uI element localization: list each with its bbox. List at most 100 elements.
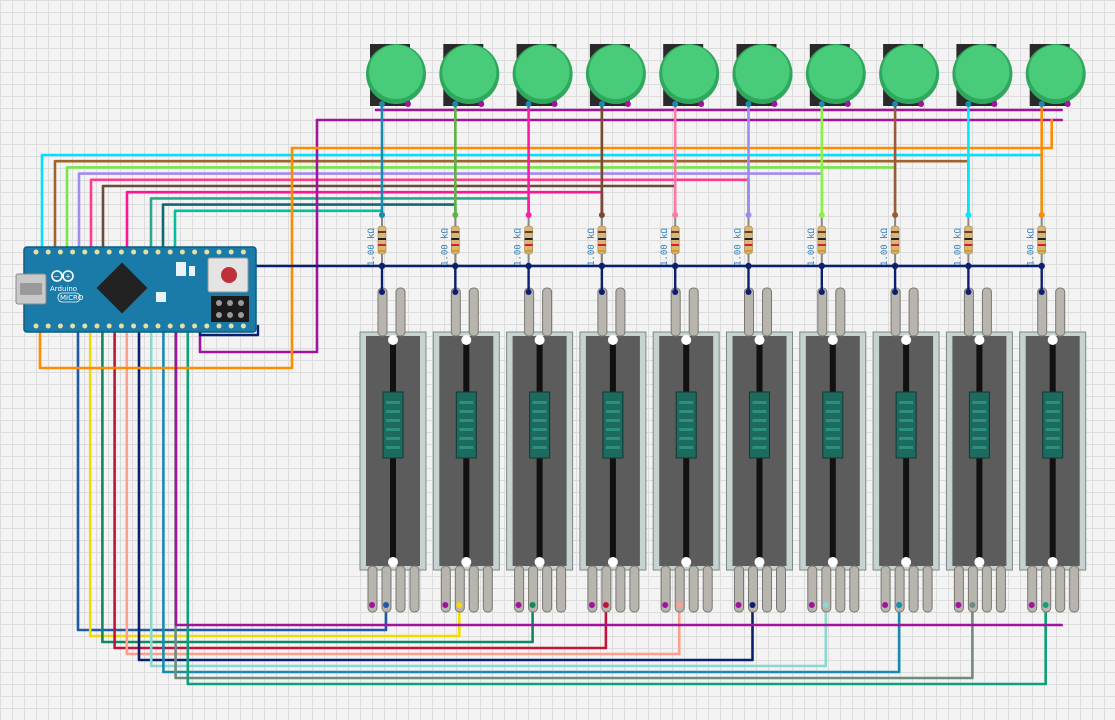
slider-pin <box>377 287 388 337</box>
push-button-10[interactable] <box>1025 44 1086 107</box>
slider-pin <box>440 565 451 613</box>
pin-top <box>94 249 100 255</box>
slider-knob-grip <box>825 410 840 413</box>
slide-potentiometer-1[interactable] <box>359 287 427 613</box>
push-button-5[interactable] <box>659 44 720 107</box>
slider-knob-grip <box>605 446 620 449</box>
slider-knob[interactable] <box>602 391 624 459</box>
push-button-1[interactable] <box>366 44 426 107</box>
slider-pin <box>454 565 465 613</box>
slider-mount-icon <box>388 335 398 345</box>
slider-pin-dot <box>383 602 389 608</box>
pin-top <box>216 249 222 255</box>
slider-knob[interactable] <box>382 391 404 459</box>
slide-potentiometer-6[interactable] <box>726 287 793 613</box>
push-button-3[interactable] <box>512 44 573 107</box>
slider-knob-grip <box>459 419 474 422</box>
slider-knob[interactable] <box>1042 391 1064 459</box>
slide-potentiometer-10[interactable] <box>1019 287 1087 613</box>
push-button-4[interactable] <box>585 44 646 107</box>
slider-pin <box>922 565 933 613</box>
pin-top <box>204 249 210 255</box>
button-pin <box>672 101 679 107</box>
resistor-band <box>891 238 900 240</box>
slider-pin <box>615 287 626 337</box>
resistor-band <box>378 238 386 240</box>
slider-knob-grip <box>825 446 840 449</box>
slider-knob-grip <box>1045 401 1060 404</box>
slider-knob-grip <box>752 437 767 440</box>
button-pin <box>379 101 385 107</box>
slider-knob[interactable] <box>455 391 477 459</box>
slider-mount-icon <box>754 335 765 345</box>
slider-knob[interactable] <box>749 391 770 459</box>
bus-junction-dot <box>818 262 825 270</box>
slider-pin <box>524 287 535 337</box>
slider-knob-grip <box>825 401 840 404</box>
button-cap-icon <box>955 45 1010 99</box>
slider-knob[interactable] <box>529 391 551 459</box>
pin-bottom <box>82 323 88 329</box>
slider-pin <box>597 287 608 337</box>
junction-dot <box>1038 212 1045 218</box>
push-button-6[interactable] <box>732 44 793 107</box>
board-signal-wire <box>173 209 384 254</box>
button-pin <box>551 101 558 107</box>
pin-bottom <box>131 323 137 329</box>
slide-potentiometer-8[interactable] <box>872 287 940 613</box>
slider-pin-dot <box>1042 602 1049 608</box>
slide-potentiometer-3[interactable] <box>506 287 574 613</box>
svg-text:−: − <box>54 273 60 281</box>
resistor-label: 1.00 kΩ <box>807 227 817 266</box>
slider-knob[interactable] <box>822 391 844 459</box>
slider-mount-icon <box>754 557 765 567</box>
resistor-band <box>964 244 973 246</box>
slider-pin <box>967 565 978 613</box>
resistor-band <box>524 231 533 233</box>
slider-knob-grip <box>972 401 987 404</box>
pin-top <box>179 249 185 255</box>
junction-dot <box>818 212 825 218</box>
junction-dot <box>379 212 385 218</box>
pin-top <box>192 249 198 255</box>
pin-bottom <box>33 323 39 329</box>
slide-potentiometer-4[interactable] <box>579 287 647 613</box>
button-cap-icon <box>515 45 570 99</box>
slider-knob-grip <box>825 428 840 431</box>
slider-knob-grip <box>605 410 620 413</box>
slider-pin <box>702 565 713 613</box>
arduino-micro-board[interactable]: − + Arduino MICRO <box>15 246 257 333</box>
slide-potentiometer-5[interactable] <box>652 287 720 613</box>
slider-wiper-wire <box>125 324 681 656</box>
slider-knob[interactable] <box>968 391 990 459</box>
slider-knob-grip <box>752 446 767 449</box>
slider-knob[interactable] <box>675 391 697 459</box>
slide-potentiometer-2[interactable] <box>432 287 500 613</box>
resistor-band <box>451 250 460 252</box>
push-button-8[interactable] <box>879 44 940 107</box>
slider-knob-grip <box>459 437 474 440</box>
pin-bottom <box>118 323 124 329</box>
resistor-label: 1.00 kΩ <box>440 227 450 266</box>
bus-junction-dot <box>452 262 459 270</box>
push-button-2[interactable] <box>439 44 500 107</box>
slider-knob-grip <box>752 410 767 413</box>
slider-knob-grip <box>679 446 694 449</box>
slider-knob-grip <box>459 410 474 413</box>
pin-bottom <box>143 323 149 329</box>
push-button-9[interactable] <box>952 44 1013 107</box>
slider-pin <box>670 287 681 337</box>
button-pin <box>991 101 998 107</box>
slider-knob[interactable] <box>895 391 917 459</box>
slider-pin <box>674 565 685 613</box>
bus-junction-dot <box>965 262 972 270</box>
slider-mount-icon <box>388 557 398 567</box>
resistor-label: 1.00 kΩ <box>587 227 597 266</box>
slide-potentiometer-9[interactable] <box>945 287 1013 613</box>
slide-potentiometer-7[interactable] <box>799 287 867 613</box>
svg-text:+: + <box>65 273 71 281</box>
slider-knob-grip <box>825 419 840 422</box>
resistor-band <box>597 238 606 240</box>
push-button-7[interactable] <box>805 44 866 107</box>
slider-pin <box>821 565 832 613</box>
